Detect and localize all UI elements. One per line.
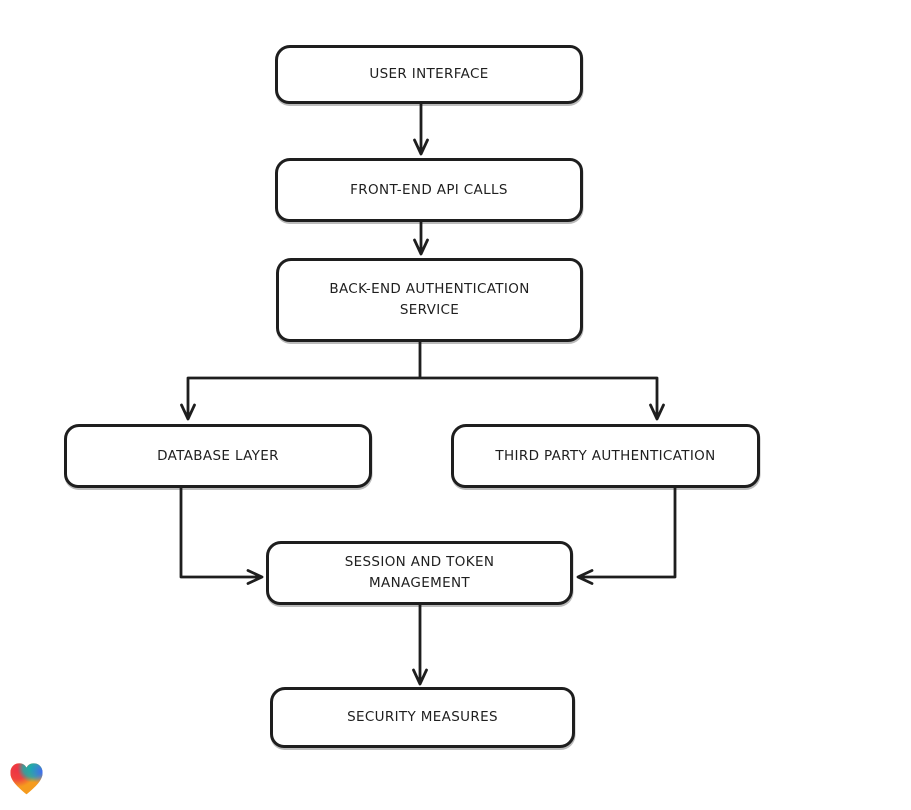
node-session-and-token-management-label: SESSION AND TOKEN MANAGEMENT — [344, 554, 495, 591]
node-user-interface[interactable]: USER INTERFACE — [275, 45, 583, 104]
node-security-measures-label: SECURITY MEASURES — [347, 709, 498, 726]
node-third-party-authentication[interactable]: THIRD PARTY AUTHENTICATION — [451, 424, 760, 488]
edge-session-to-security — [412, 603, 428, 686]
node-front-end-api-calls[interactable]: FRONT-END API CALLS — [275, 158, 583, 222]
edge-backend-auth-branch — [180, 340, 665, 421]
heart-icon — [10, 763, 43, 795]
edge-user-interface-to-frontend-api — [413, 102, 429, 156]
edge-database-layer-to-session — [179, 486, 264, 585]
node-database-layer[interactable]: DATABASE LAYER — [64, 424, 372, 488]
node-back-end-authentication-service-label: BACK-END AUTHENTICATION SERVICE — [329, 281, 530, 318]
node-database-layer-label: DATABASE LAYER — [157, 447, 279, 464]
gradient-heart-logo[interactable] — [9, 762, 44, 796]
node-front-end-api-calls-label: FRONT-END API CALLS — [350, 181, 508, 198]
node-user-interface-label: USER INTERFACE — [369, 66, 489, 83]
edge-third-party-to-session — [576, 486, 677, 585]
node-session-and-token-management[interactable]: SESSION AND TOKEN MANAGEMENT — [266, 541, 573, 605]
edge-frontend-api-to-backend-auth — [413, 220, 429, 256]
node-security-measures[interactable]: SECURITY MEASURES — [270, 687, 575, 748]
node-third-party-authentication-label: THIRD PARTY AUTHENTICATION — [495, 447, 716, 464]
node-back-end-authentication-service[interactable]: BACK-END AUTHENTICATION SERVICE — [276, 258, 583, 342]
